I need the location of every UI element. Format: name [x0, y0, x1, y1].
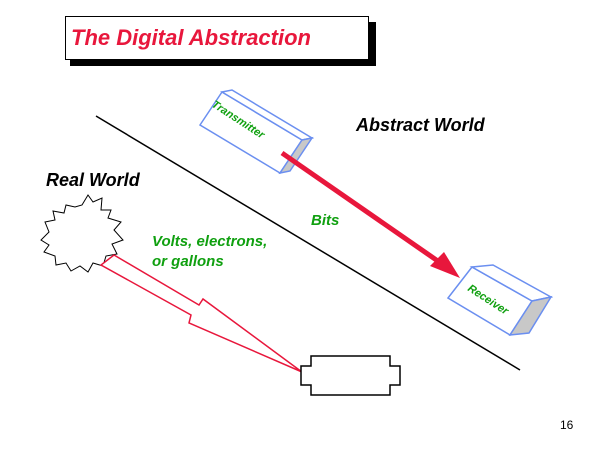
abstract-world-label: Abstract World: [356, 115, 485, 135]
page-number: 16: [560, 418, 574, 432]
analog-arrow-outline: [99, 254, 303, 373]
real-world-label: Real World: [46, 170, 140, 190]
slide-title: The Digital Abstraction: [71, 25, 311, 50]
receiver-box: Receiver: [446, 264, 554, 337]
bits-arrow: [280, 150, 460, 278]
bits-arrow-head: [430, 252, 460, 278]
transmitter-side-face: [278, 136, 314, 175]
volts-label-line1: Volts, electrons,: [152, 233, 268, 250]
volts-label: Volts, electrons, or gallons: [152, 232, 267, 272]
physical-component-outline: [300, 355, 401, 396]
transmitter-box: Transmitter: [198, 89, 315, 175]
world-divider-line: [95, 115, 521, 371]
bits-label: Bits: [311, 212, 340, 229]
bits-arrow-shaft: [280, 150, 447, 269]
receiver-side-face: [508, 295, 553, 336]
starburst-icon: [40, 194, 124, 273]
title-box: The Digital Abstraction: [65, 16, 369, 60]
volts-label-line2: or gallons: [152, 253, 224, 270]
